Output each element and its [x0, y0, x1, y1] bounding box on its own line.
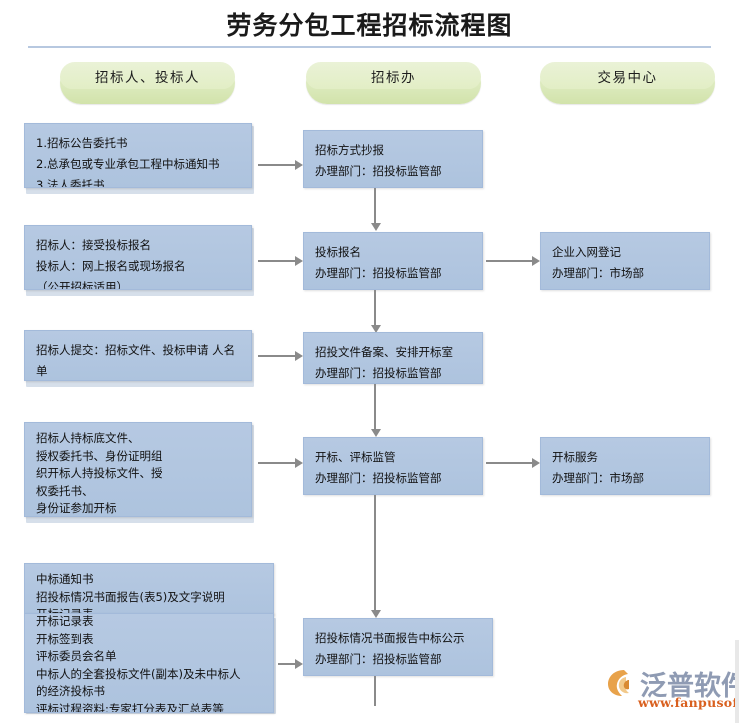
- arrow-left3-to-mid3: [295, 351, 303, 361]
- connector-left5-to-mid5: [278, 663, 296, 665]
- connector-left2-to-mid2: [258, 260, 296, 262]
- connector-mid2-to-right2: [486, 260, 534, 262]
- connector-mid2-to-mid3: [374, 290, 376, 326]
- node-mid-1[interactable]: 招标方式抄报 办理部门：招投标监管部: [303, 130, 483, 188]
- node-right-4[interactable]: 开标服务 办理部门：市场部: [540, 437, 710, 495]
- node-mid-4[interactable]: 开标、评标监管 办理部门：招投标监管部: [303, 437, 483, 495]
- fanpu-swirl-icon: [608, 670, 629, 696]
- connector-mid3-to-mid4: [374, 384, 376, 430]
- arrow-mid1-to-mid2: [371, 223, 381, 231]
- column-header-trading-center: 交易中心: [540, 62, 715, 104]
- node-left-3[interactable]: 招标人提交：招标文件、投标申请 人名单 预约开标室: [24, 330, 252, 381]
- right-edge-strip: [735, 640, 739, 723]
- arrow-mid3-to-mid4: [371, 429, 381, 437]
- column-header-bidder: 招标人、投标人: [60, 62, 235, 104]
- node-left-3-text: 招标人提交：招标文件、投标申请 人名单 预约开标室: [36, 343, 236, 378]
- column-header-tender-office: 招标办: [306, 62, 481, 104]
- brand-logo: 泛普软件 www.fanpusoft.com: [606, 664, 739, 716]
- column-header-trading-center-label: 交易中心: [597, 69, 658, 86]
- node-left-1[interactable]: 1.招标公告委托书 2.总承包或专业承包工程中标通知书 3.法人委托书: [24, 123, 252, 188]
- column-header-bidder-label: 招标人、投标人: [95, 69, 200, 86]
- connector-mid1-to-mid2: [374, 188, 376, 224]
- brand-url: www.fanpusoft.com: [638, 695, 739, 710]
- connector-mid4-to-mid5: [374, 495, 376, 611]
- node-mid-2[interactable]: 投标报名 办理部门：招投标监管部: [303, 232, 483, 290]
- arrow-left5-to-mid5: [295, 659, 303, 669]
- connector-left1-to-mid1: [258, 164, 296, 166]
- arrow-left4-to-mid4: [295, 458, 303, 468]
- node-left-4-text: 招标人持标底文件、 授权委托书、身份证明组 织开标人持投标文件、授 权委托书、 …: [36, 431, 163, 515]
- node-left-5-top-text: 中标通知书 招投标情况书面报告(表5)及文字说明 开标记录表: [36, 572, 225, 615]
- arrow-mid2-to-mid3: [371, 325, 381, 333]
- arrow-mid4-to-right4: [532, 458, 540, 468]
- page-title: 劳务分包工程招标流程图: [226, 11, 513, 40]
- node-mid-3-text: 招投文件备案、安排开标室 办理部门：招投标监管部: [315, 345, 453, 380]
- arrow-left1-to-mid1: [295, 160, 303, 170]
- column-header-trading-center-face: 交易中心: [540, 62, 715, 89]
- node-left-2-text: 招标人：接受投标报名 投标人：网上报名或现场报名 （公开招标适用）: [36, 238, 186, 290]
- column-header-bidder-face: 招标人、投标人: [60, 62, 235, 89]
- node-right-2-text: 企业入网登记 办理部门：市场部: [552, 245, 644, 280]
- connector-mid5-tail: [374, 676, 376, 706]
- column-header-tender-office-label: 招标办: [371, 69, 416, 86]
- node-left-5-bottom[interactable]: 开标记录表 开标签到表 评标委员会名单 中标人的全套投标文件(副本)及未中标人 …: [24, 613, 274, 713]
- node-left-5-top[interactable]: 中标通知书 招投标情况书面报告(表5)及文字说明 开标记录表: [24, 563, 274, 615]
- connector-left3-to-mid3: [258, 355, 296, 357]
- title-divider: [28, 46, 711, 48]
- node-right-4-text: 开标服务 办理部门：市场部: [552, 450, 644, 485]
- node-left-1-text: 1.招标公告委托书 2.总承包或专业承包工程中标通知书 3.法人委托书: [36, 136, 220, 188]
- arrow-mid2-to-right2: [532, 256, 540, 266]
- node-mid-1-text: 招标方式抄报 办理部门：招投标监管部: [315, 143, 442, 178]
- node-left-4[interactable]: 招标人持标底文件、 授权委托书、身份证明组 织开标人持投标文件、授 权委托书、 …: [24, 422, 252, 517]
- column-header-tender-office-face: 招标办: [306, 62, 481, 89]
- brand-name: 泛普软件: [640, 671, 739, 702]
- arrow-mid4-to-mid5: [371, 610, 381, 618]
- node-left-2[interactable]: 招标人：接受投标报名 投标人：网上报名或现场报名 （公开招标适用）: [24, 225, 252, 290]
- arrow-left2-to-mid2: [295, 256, 303, 266]
- node-mid-5[interactable]: 招投标情况书面报告中标公示 办理部门：招投标监管部: [303, 618, 493, 676]
- node-mid-4-text: 开标、评标监管 办理部门：招投标监管部: [315, 450, 442, 485]
- node-mid-2-text: 投标报名 办理部门：招投标监管部: [315, 245, 442, 280]
- node-right-2[interactable]: 企业入网登记 办理部门：市场部: [540, 232, 710, 290]
- node-left-5-bottom-text: 开标记录表 开标签到表 评标委员会名单 中标人的全套投标文件(副本)及未中标人 …: [36, 614, 241, 713]
- connector-mid4-to-right4: [486, 462, 534, 464]
- connector-left4-to-mid4: [258, 462, 296, 464]
- node-mid-3[interactable]: 招投文件备案、安排开标室 办理部门：招投标监管部: [303, 332, 483, 384]
- node-mid-5-text: 招投标情况书面报告中标公示 办理部门：招投标监管部: [315, 631, 465, 666]
